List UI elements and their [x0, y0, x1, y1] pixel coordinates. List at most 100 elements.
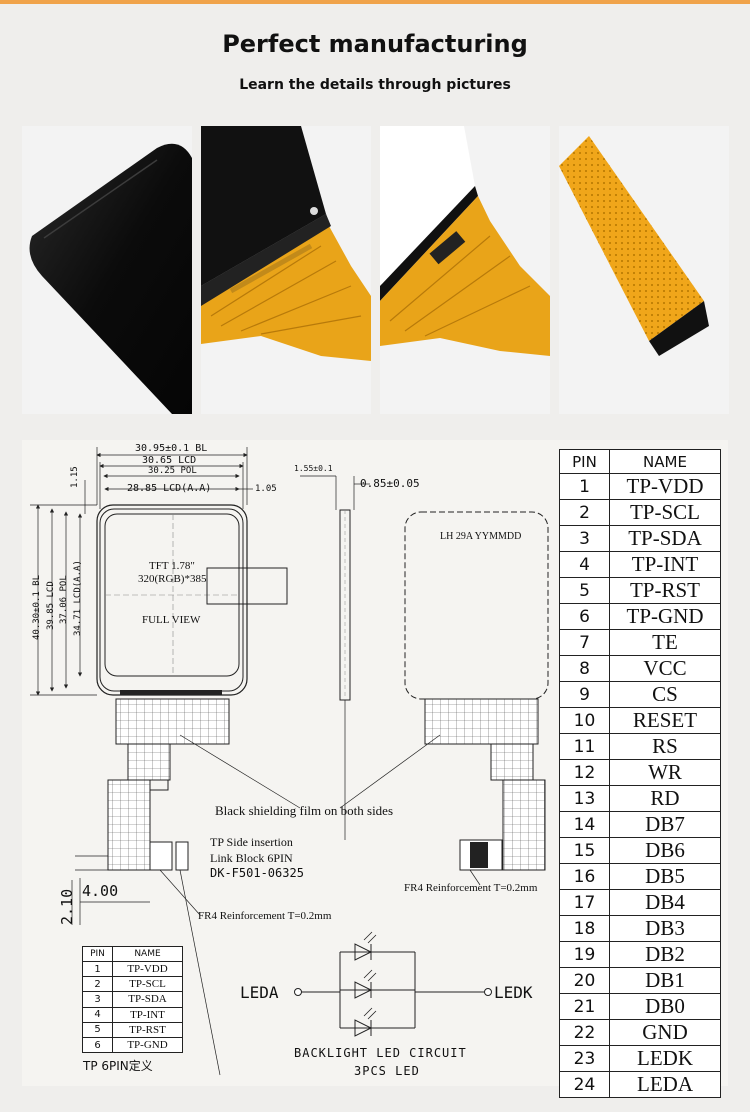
pin-number: 2 [82, 976, 113, 993]
pin-number: 5 [559, 577, 610, 604]
pin-name: VCC [609, 655, 721, 682]
dim-offset-right: 1.05 [255, 484, 277, 494]
tp-name-header: NAME [112, 946, 183, 962]
pin-name: LEDA [609, 1071, 721, 1098]
pin-number: 19 [559, 941, 610, 968]
pin-number: 6 [559, 603, 610, 630]
pin-name: DB5 [609, 863, 721, 890]
dim-bl-height: 40.30±0.1 BL [32, 574, 42, 640]
dim-side: 1.55±0.1 [294, 464, 333, 473]
pin-name: DB2 [609, 941, 721, 968]
page-title: Perfect manufacturing [222, 30, 528, 58]
pin-number: 6 [82, 1036, 113, 1054]
pin-number: 23 [559, 1045, 610, 1072]
dim-fpc-h: 2.10 [58, 888, 76, 925]
pin-number: 17 [559, 889, 610, 916]
pin-header: PIN [559, 449, 610, 474]
pin-name: TP-RST [112, 1021, 183, 1038]
pin-number: 21 [559, 993, 610, 1020]
display-corner-photo [22, 126, 192, 414]
mechanical-drawing-svg [30, 447, 549, 1076]
pin-name: TP-INT [609, 551, 721, 578]
circuit-leda: LEDA [240, 983, 279, 1002]
dim-bl-width: 30.95±0.1 BL [135, 443, 208, 454]
front-tft: TFT 1.78" [149, 560, 195, 572]
name-header: NAME [609, 449, 721, 474]
pin-name: GND [609, 1019, 721, 1046]
pin-number: 2 [559, 499, 610, 526]
pin-number: 22 [559, 1019, 610, 1046]
fpc-bonding-photo [201, 126, 371, 414]
circuit-title: BACKLIGHT LED CIRCUIT [294, 1046, 467, 1060]
pin-name: DB4 [609, 889, 721, 916]
pin-number: 24 [559, 1071, 610, 1098]
pin-name: DB3 [609, 915, 721, 942]
tp-pin-header: PIN [82, 946, 113, 962]
pin-number: 10 [559, 707, 610, 734]
pin-name: TE [609, 629, 721, 656]
note-fr4-right: FR4 Reinforcement T=0.2mm [404, 882, 538, 894]
pin-name: RS [609, 733, 721, 760]
pin-name: TP-GND [609, 603, 721, 630]
pin-number: 9 [559, 681, 610, 708]
pin-number: 15 [559, 837, 610, 864]
front-full-view: FULL VIEW [142, 614, 201, 626]
dim-lcd-width: 30.65 LCD [142, 455, 197, 466]
pin-number: 11 [559, 733, 610, 760]
pin-number: 4 [82, 1006, 113, 1023]
pin-name: TP-VDD [609, 473, 721, 500]
pin-name: TP-GND [112, 1036, 183, 1054]
dim-fpc-w: 4.00 [82, 882, 119, 900]
fpc-tail-photo [559, 126, 729, 414]
pin-name: TP-VDD [112, 960, 183, 978]
circuit-ledk: LEDK [494, 983, 533, 1002]
pin-name: LEDK [609, 1045, 721, 1072]
pin-number: 8 [559, 655, 610, 682]
note-tp-side: TP Side insertion [210, 835, 293, 849]
pin-number: 20 [559, 967, 610, 994]
tp-pin-caption: TP 6PIN定义 [83, 1059, 153, 1073]
pin-number: 7 [559, 629, 610, 656]
pin-number: 5 [82, 1021, 113, 1038]
back-marking: LH 29A YYMMDD [440, 531, 522, 542]
pin-number: 16 [559, 863, 610, 890]
pin-name: RESET [609, 707, 721, 734]
dim-pol-width: 30.25 POL [148, 466, 197, 476]
pin-name: DB7 [609, 811, 721, 838]
pin-number: 12 [559, 759, 610, 786]
note-shielding: Black shielding film on both sides [215, 803, 394, 818]
pin-number: 1 [559, 473, 610, 500]
pin-number: 14 [559, 811, 610, 838]
dim-aa-width: 28.85 LCD(A.A) [127, 483, 212, 494]
pin-number: 1 [82, 960, 113, 978]
pin-name: CS [609, 681, 721, 708]
pin-name: RD [609, 785, 721, 812]
dim-thickness: 0.85±0.05 [360, 477, 420, 490]
dim-offset-top: 1.15 [70, 466, 80, 488]
